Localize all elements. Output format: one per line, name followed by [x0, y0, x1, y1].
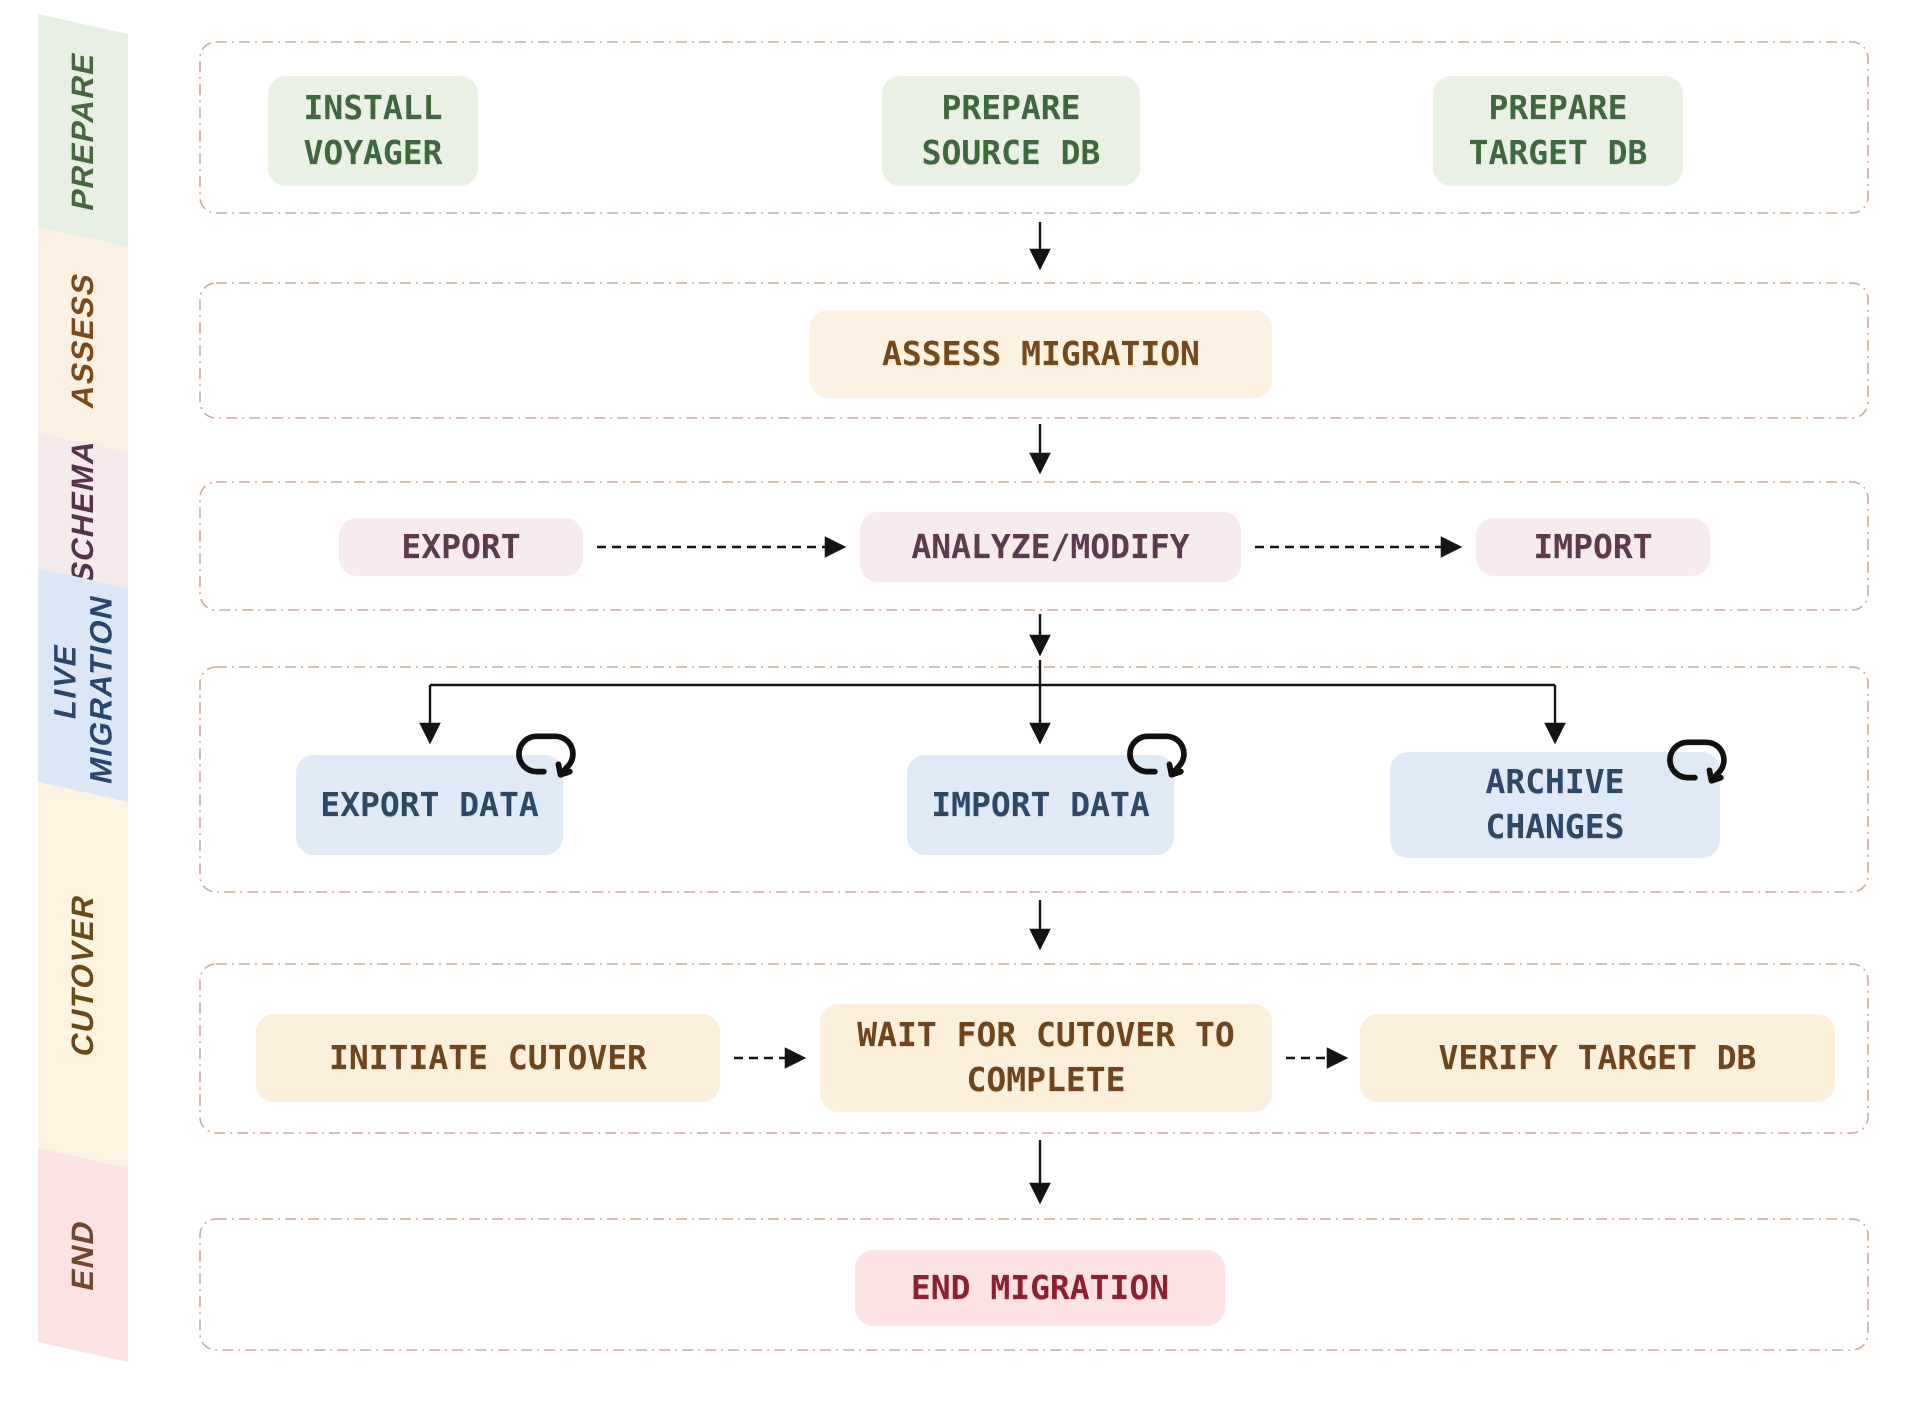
phase-tab-assess: ASSESS — [38, 227, 128, 453]
node-import-data: IMPORT DATA — [907, 755, 1174, 855]
lane-outline-cutover — [199, 963, 1869, 1134]
node-install-voyager: INSTALL VOYAGER — [268, 76, 478, 186]
phase-sidebar: PREPARE ASSESS SCHEMA LIVE MIGRATION CUT… — [38, 14, 128, 1362]
phase-label-end: END — [65, 1216, 101, 1294]
node-verify-target-db: VERIFY TARGET DB — [1360, 1014, 1835, 1102]
node-initiate-cutover: INITIATE CUTOVER — [256, 1014, 720, 1102]
phase-tab-prepare: PREPARE — [38, 14, 128, 247]
node-import-schema: IMPORT — [1476, 518, 1710, 576]
phase-label-assess: ASSESS — [65, 268, 101, 412]
phase-tab-live-migration: LIVE MIGRATION — [38, 568, 128, 802]
phase-label-schema: SCHEMA — [65, 434, 101, 586]
lane-outline-prepare — [199, 41, 1869, 214]
node-prepare-source-db: PREPARE SOURCE DB — [882, 76, 1140, 186]
node-end-migration: END MIGRATION — [855, 1250, 1225, 1326]
repeat-loop-icon — [1127, 733, 1187, 778]
node-archive-changes: ARCHIVE CHANGES — [1390, 752, 1720, 858]
phase-tab-cutover: CUTOVER — [38, 782, 128, 1168]
phase-label-live-migration: LIVE MIGRATION — [47, 590, 118, 788]
node-prepare-target-db: PREPARE TARGET DB — [1433, 76, 1683, 186]
phase-label-prepare: PREPARE — [65, 47, 101, 214]
node-assess-migration: ASSESS MIGRATION — [810, 310, 1272, 398]
phase-label-cutover: CUTOVER — [65, 890, 101, 1060]
phase-tab-end: END — [38, 1148, 128, 1362]
lane-outline-schema — [199, 481, 1869, 611]
lane-outline-end — [199, 1218, 1869, 1351]
lane-outline-assess — [199, 282, 1869, 419]
branch-line-live-migration — [430, 660, 1555, 687]
repeat-loop-icon — [516, 733, 576, 778]
lane-outline-live-migration — [199, 666, 1869, 893]
node-wait-for-cutover: WAIT FOR CUTOVER TO COMPLETE — [820, 1004, 1272, 1112]
phase-tab-schema: SCHEMA — [38, 433, 128, 588]
node-export-schema: EXPORT — [339, 518, 583, 576]
repeat-loop-icon — [1667, 739, 1727, 784]
node-analyze-modify-schema: ANALYZE/MODIFY — [860, 512, 1241, 582]
node-export-data: EXPORT DATA — [296, 755, 563, 855]
